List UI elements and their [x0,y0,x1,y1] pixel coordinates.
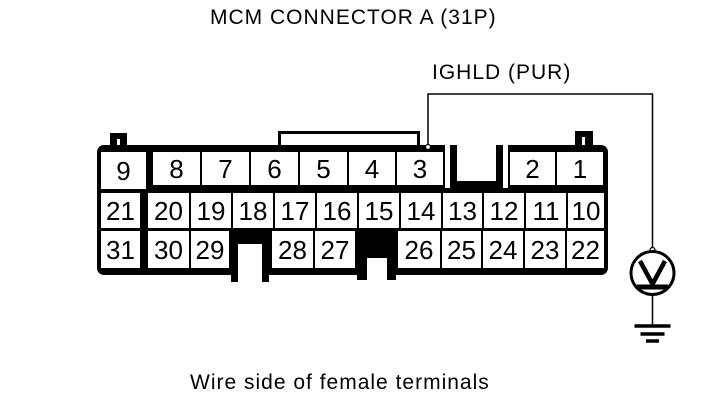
pin-cell-7: 7 [202,152,249,185]
pin-cell-26: 26 [398,231,440,268]
pin-cell-14: 14 [401,193,441,228]
pin-cell-30: 30 [148,231,189,268]
pin-cell-3: 3 [397,152,443,185]
diagram-title: MCM CONNECTOR A (31P) [210,6,497,29]
pin-cell-16: 16 [317,193,357,228]
pin-cell-17: 17 [275,193,315,228]
pin-cell-15: 15 [359,193,399,228]
pin-cell-21: 21 [101,193,140,228]
wire [427,93,654,325]
pin-cell-10: 10 [568,193,604,228]
pin-cell-22: 22 [567,231,604,268]
pin-cell-31: 31 [101,231,140,268]
pin-cell-24: 24 [483,231,523,268]
pin-cell-5: 5 [300,152,347,185]
pin-cell-28: 28 [272,231,313,268]
pin-cell-27: 27 [315,231,355,268]
tab-slit [582,137,585,146]
pin-cell-9: 9 [101,152,146,189]
connector-top-tab-left [110,133,127,147]
pin-cell-18: 18 [233,193,273,228]
wire-signal-label: IGHLD (PUR) [432,61,572,84]
voltmeter-icon [629,250,676,296]
pin-cell-2: 2 [510,152,555,185]
connector-top-tab-right [575,131,593,147]
tab-slit [117,139,120,147]
pin-cell-20: 20 [148,193,189,228]
pin-cell-4: 4 [349,152,395,185]
pin-cell-29: 29 [191,231,229,268]
pin-cell-12: 12 [484,193,524,228]
probe-point-icon [424,143,656,254]
pin-cell-25: 25 [442,231,481,268]
pin-cell-23: 23 [525,231,565,268]
blocked-slot [357,231,396,280]
pin-cell-13: 13 [443,193,482,228]
pin-cell-6: 6 [251,152,298,185]
diagram-caption: Wire side of female terminals [190,371,490,394]
blocked-slot-keyway [367,258,387,280]
bottom-keyway-notch [231,237,269,282]
pin-cell-1: 1 [557,152,603,185]
pin-cell-8: 8 [153,152,200,185]
pin-cell-11: 11 [526,193,566,228]
ground-icon [634,324,671,343]
pin-cell-19: 19 [191,193,231,228]
top-keyway-notch [450,145,503,188]
